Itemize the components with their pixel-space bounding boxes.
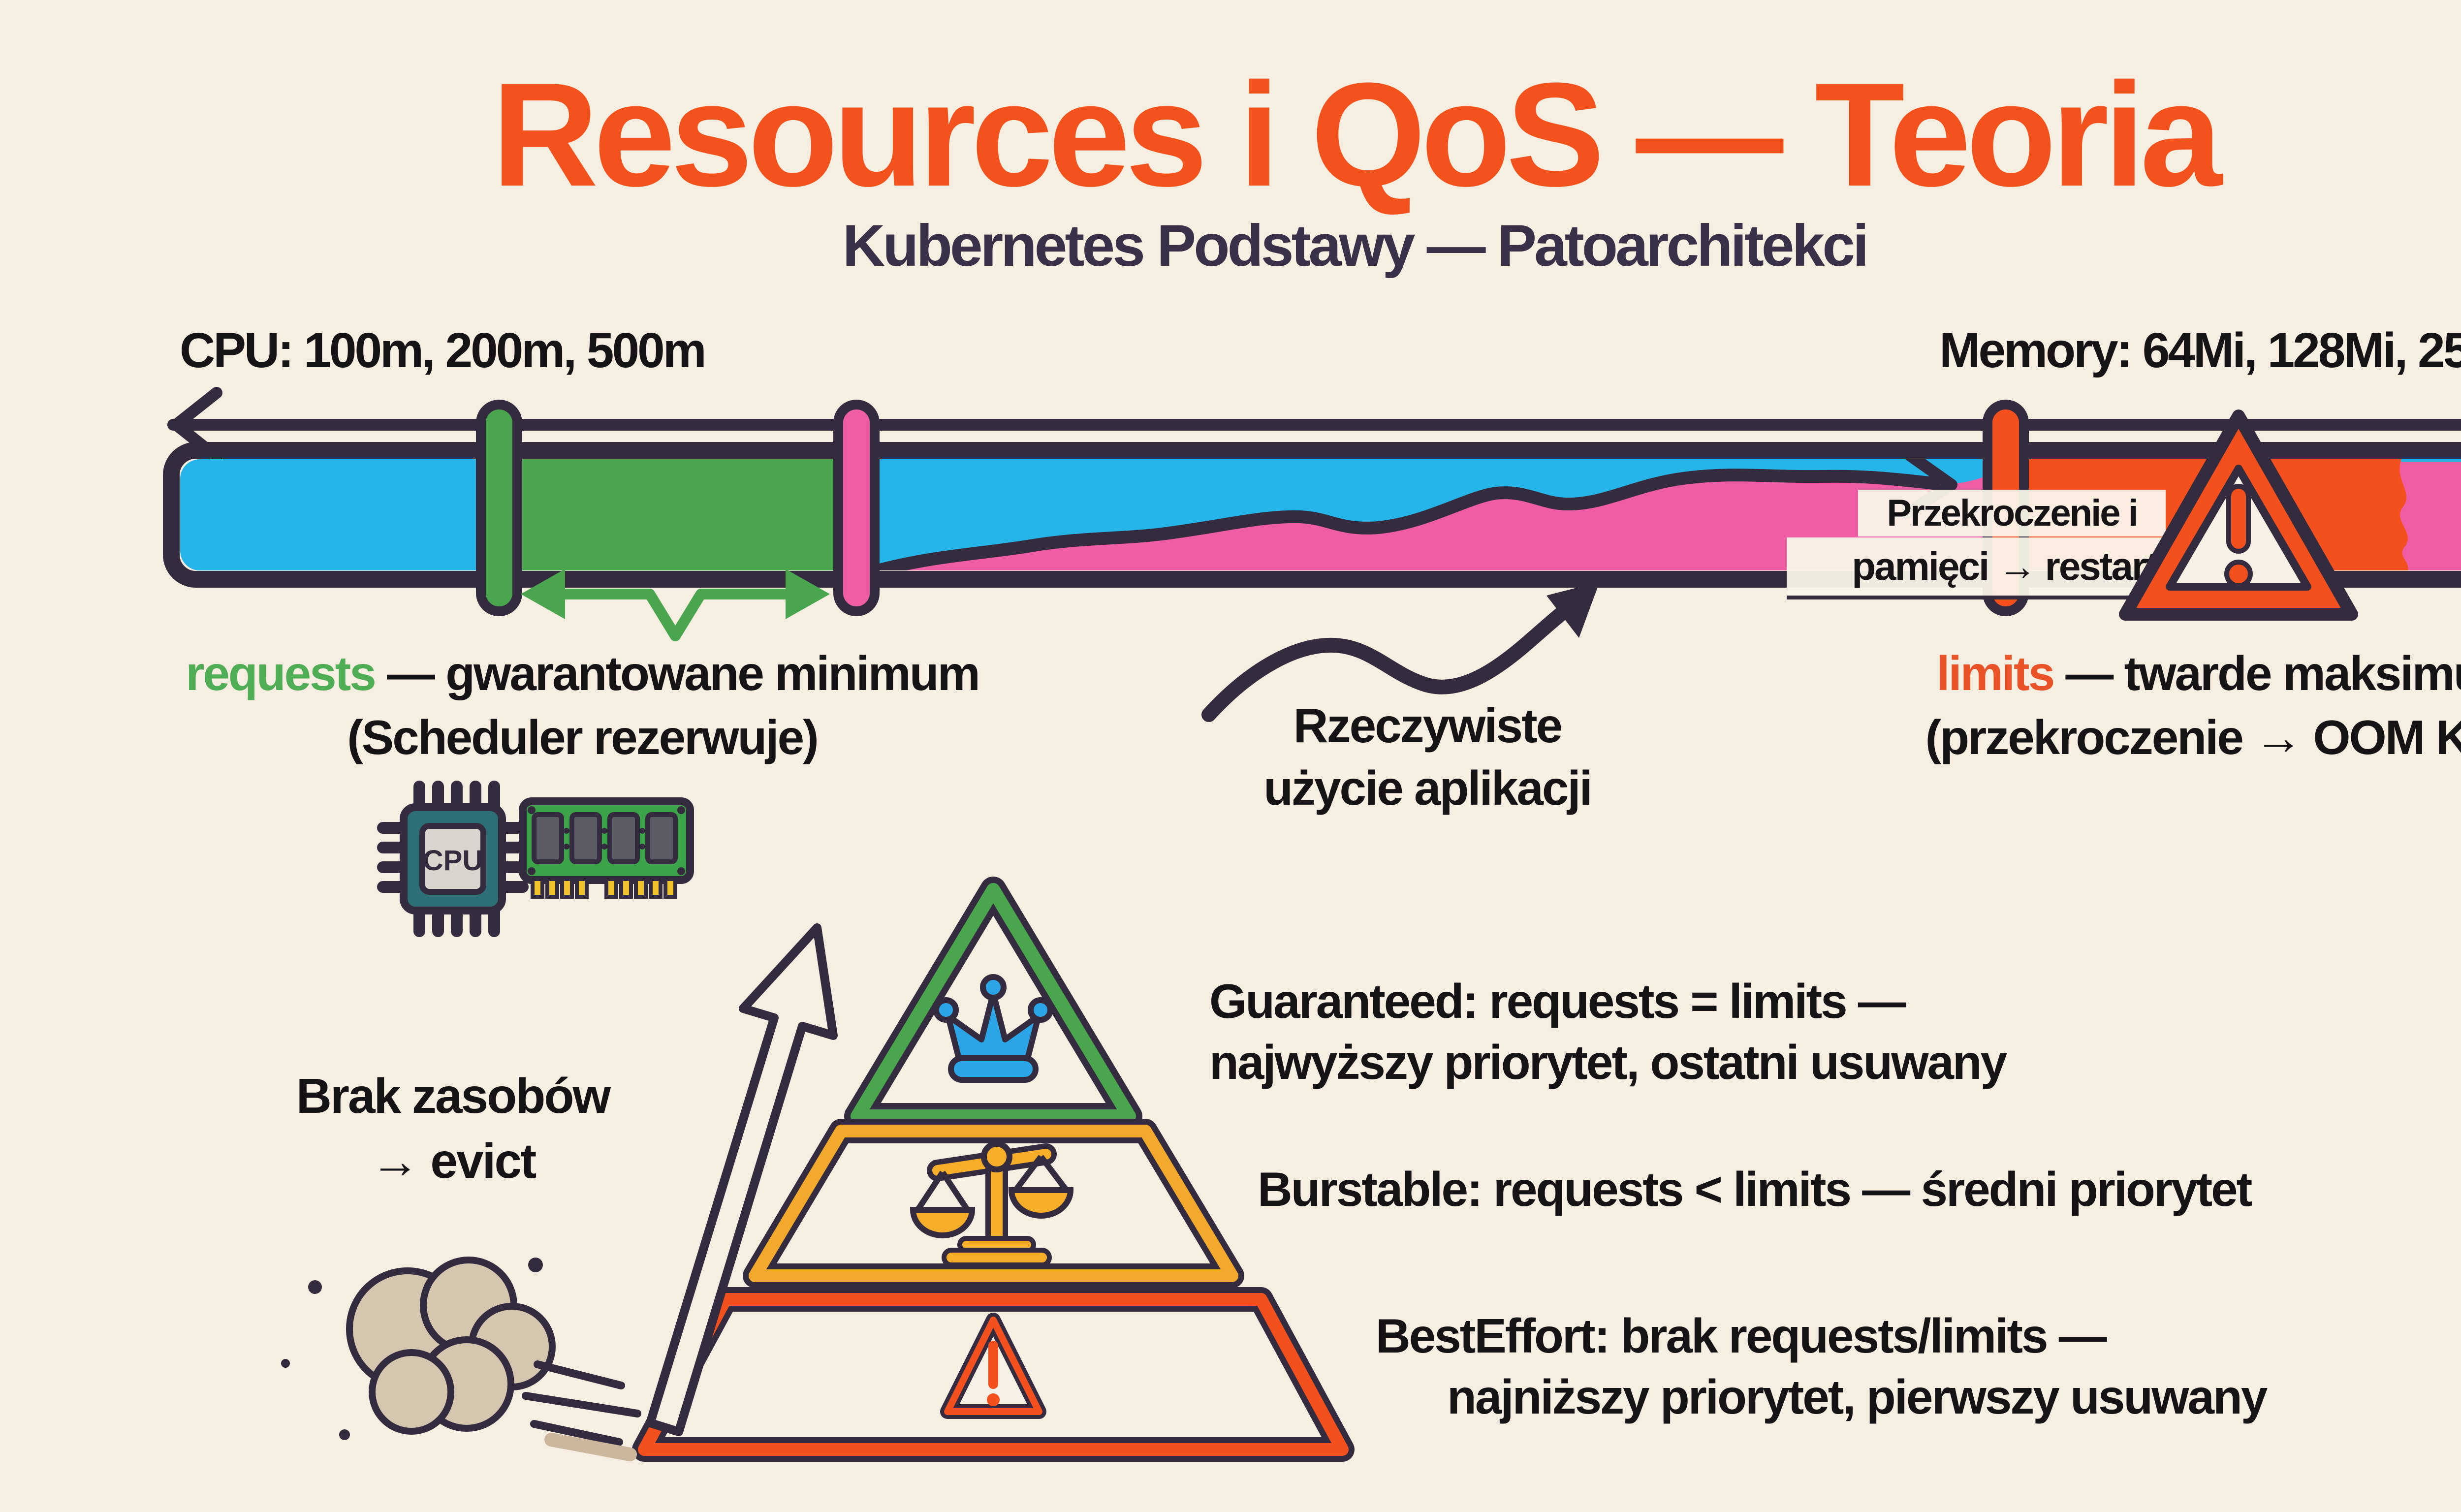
- qos-pyramid: [632, 877, 1355, 1462]
- bar-requests-green-zone: [499, 459, 856, 570]
- overflow-note-box-line1: Przekroczenie i: [1858, 490, 2166, 536]
- page-title: Resources i QoS — Teoria: [492, 52, 2222, 217]
- requests-desc: — gwarantowane minimum: [375, 646, 980, 700]
- ram-icon: [519, 797, 694, 899]
- requests-pink-marker-pill: [833, 400, 880, 616]
- limits-caption-line1: limits — twarde maksimum: [1936, 646, 2461, 701]
- requests-term: requests: [186, 646, 377, 700]
- requests-range-double-arrow-icon: [521, 569, 830, 641]
- evict-up-arrow-icon: [646, 923, 838, 1436]
- requests-caption-line1: requests — gwarantowane minimum: [186, 646, 980, 701]
- poof-cloud-icon: [281, 1257, 641, 1461]
- warning-triangle-icon: [2119, 410, 2358, 621]
- cpu-scale-label: CPU: 100m, 200m, 500m: [180, 323, 707, 378]
- crown-icon: [933, 974, 1053, 1083]
- limits-term: limits: [1936, 646, 2055, 700]
- usage-boundary-line: [870, 469, 1941, 570]
- qos-guaranteed-line1: Guaranteed: requests = limits —: [1209, 974, 1906, 1028]
- cpu-chip-label: CPU: [423, 845, 483, 877]
- resource-bar-outline: [163, 442, 2461, 588]
- evict-caption-line1: Brak zasobów: [296, 1069, 611, 1124]
- overflow-note-line1: Przekroczenie i: [1887, 492, 2138, 534]
- limits-desc: — twarde maksimum: [2065, 646, 2461, 700]
- qos-besteffort-line2: najniższy priorytet, pierwszy usuwany: [1447, 1370, 2268, 1424]
- page-subtitle: Kubernetes Podstawy — Patoarchitekci: [842, 213, 1869, 279]
- usage-caption-line1: Rzeczywiste: [1293, 698, 1563, 753]
- scales-icon: [910, 1141, 1074, 1267]
- evict-caption-line2: → evict: [370, 1134, 537, 1189]
- qos-besteffort-line1: BestEffort: brak requests/limits —: [1376, 1309, 2107, 1363]
- limits-caption-line2: (przekroczenie → OOM Kill!): [1925, 710, 2461, 764]
- usage-caption-line2: użycie aplikacji: [1263, 761, 1593, 815]
- qos-burstable-line1: Burstable: requests < limits — średni pr…: [1258, 1162, 2252, 1216]
- usage-trend-arrow-icon: [1201, 582, 1600, 722]
- qos-guaranteed-line2: najwyższy priorytet, ostatni usuwany: [1209, 1035, 2007, 1089]
- requests-caption-line2: (Scheduler rezerwuje): [347, 710, 819, 764]
- memory-scale-label: Memory: 64Mi, 128Mi, 256Mi: [1939, 323, 2461, 378]
- requests-green-marker-pill: [476, 400, 522, 616]
- overflow-note-line2: pamięci → restart: [1852, 544, 2158, 588]
- small-warning-triangle-icon: [940, 1313, 1046, 1419]
